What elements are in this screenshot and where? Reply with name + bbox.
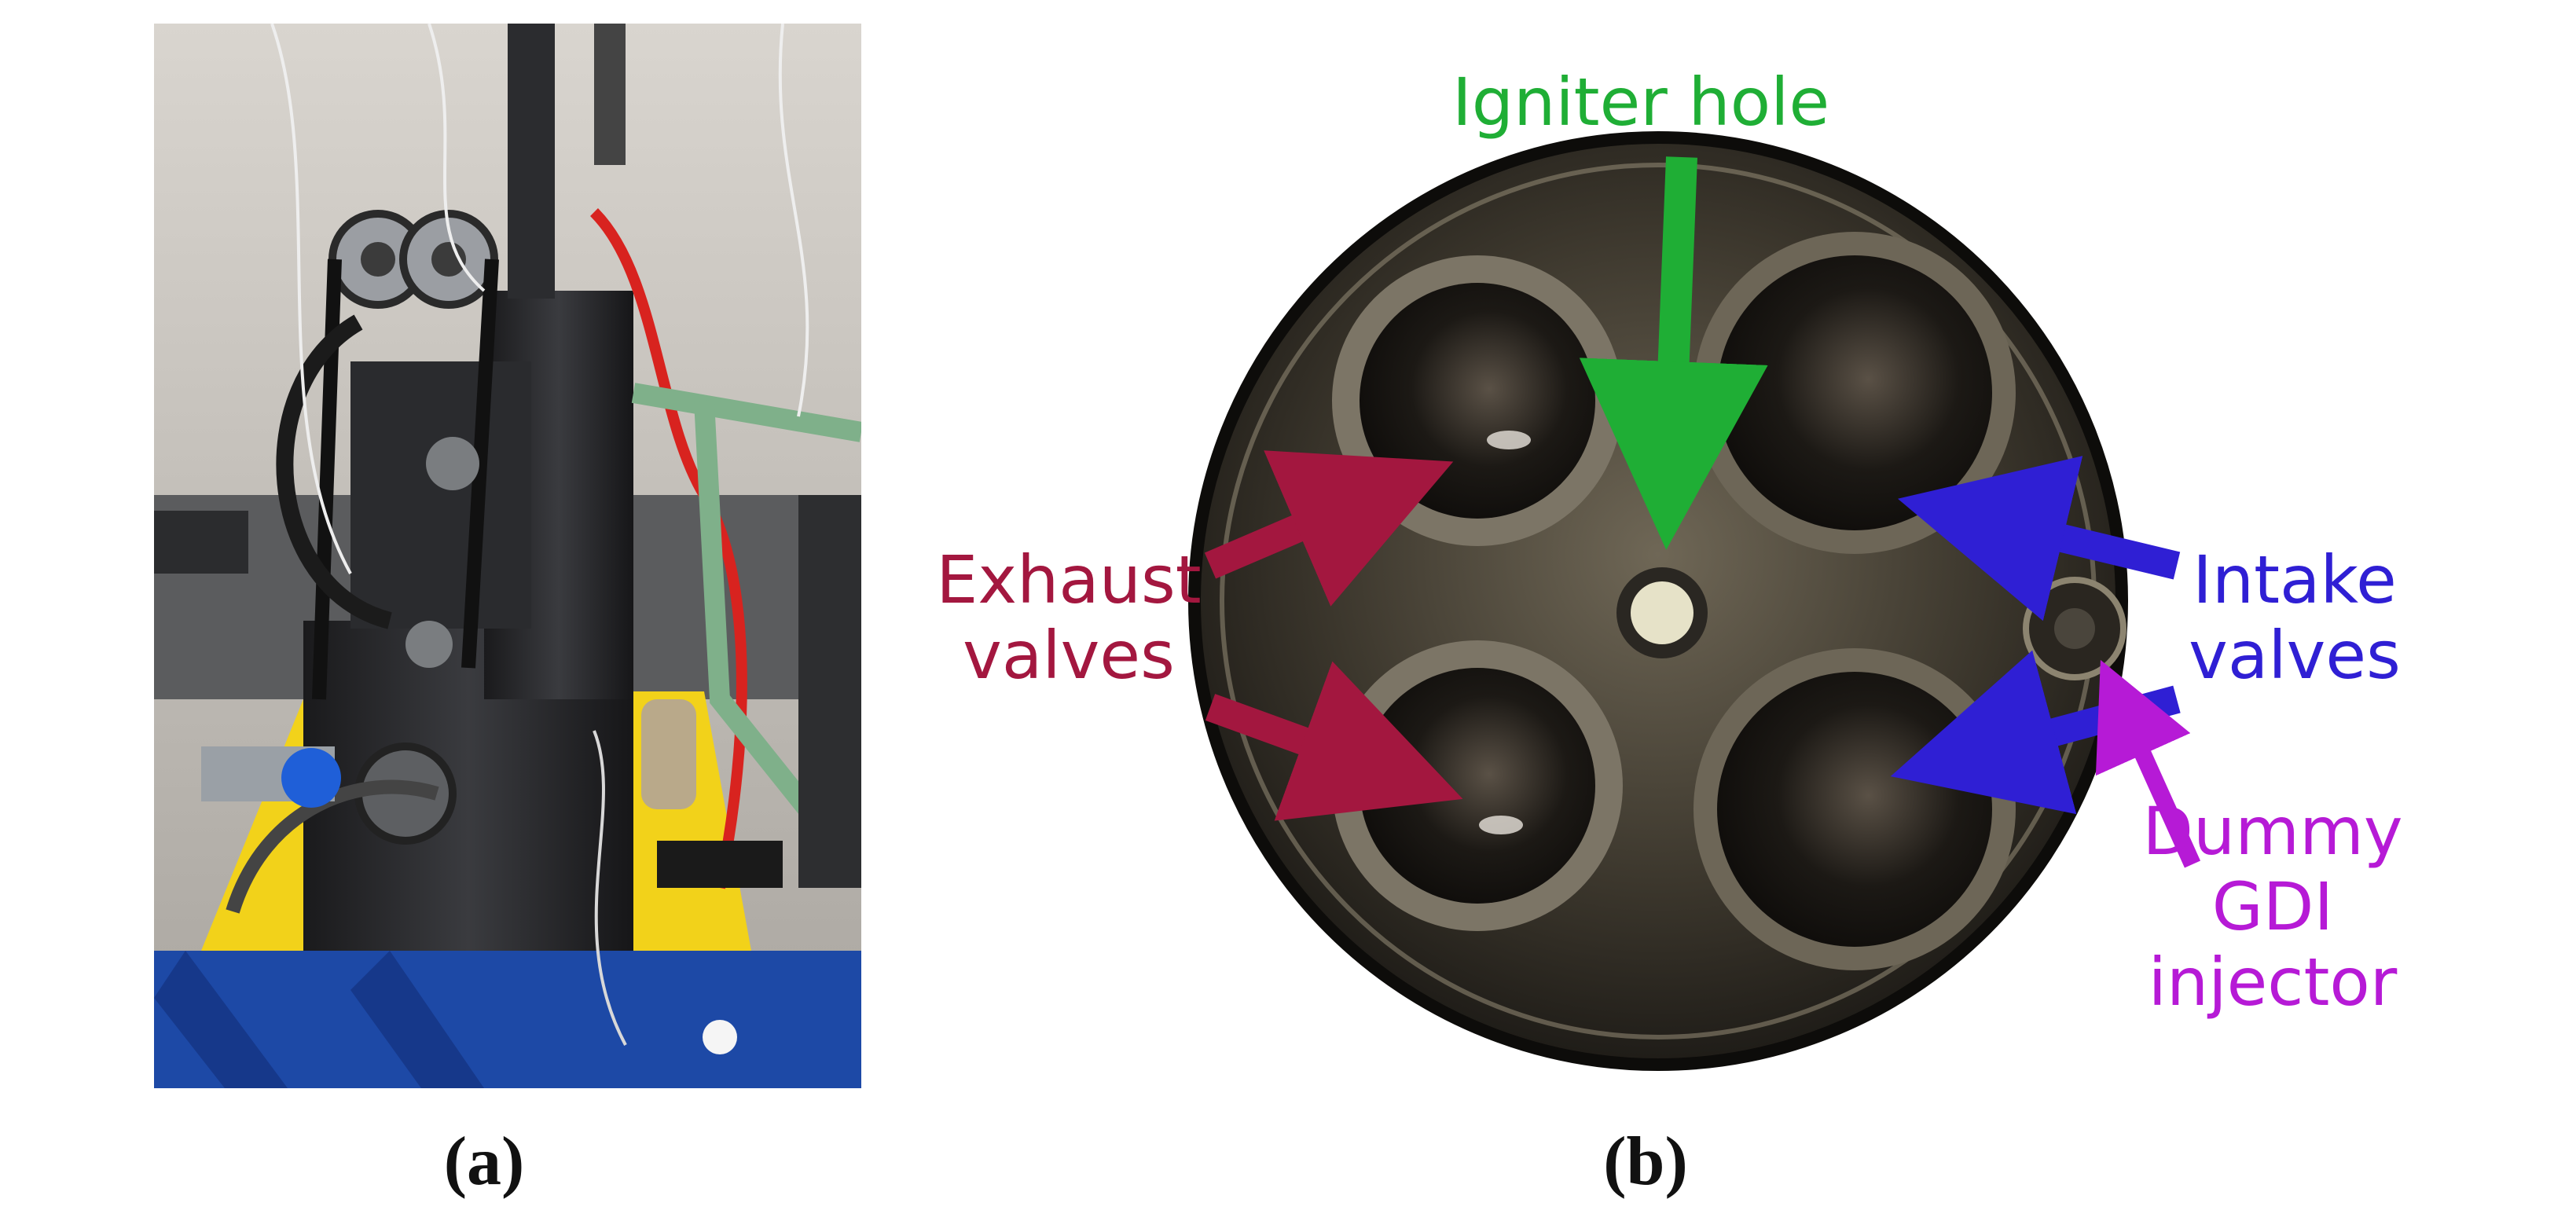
dummy-label-line1: Dummy	[2142, 793, 2403, 870]
dummy-injector-label: Dummy GDI injector	[2131, 794, 2414, 1020]
igniter-hole-label: Igniter hole	[1452, 64, 1830, 141]
intake-label-line1: Intake	[2193, 541, 2397, 618]
exhaust-label-line2: valves	[963, 617, 1175, 694]
intake-label-line2: valves	[2189, 617, 2401, 694]
exhaust-valves-label: Exhaust valves	[927, 542, 1210, 693]
panel-a-caption: (a)	[443, 1124, 525, 1200]
intake-valves-label: Intake valves	[2177, 542, 2413, 693]
cylinder-head-photo	[896, 16, 2468, 1131]
dummy-label-line3: injector	[2148, 944, 2398, 1021]
engine-photo	[154, 24, 861, 1088]
dummy-label-line2: GDI	[2211, 868, 2334, 945]
exhaust-label-line1: Exhaust	[936, 541, 1202, 618]
panel-b-caption: (b)	[1603, 1124, 1688, 1200]
